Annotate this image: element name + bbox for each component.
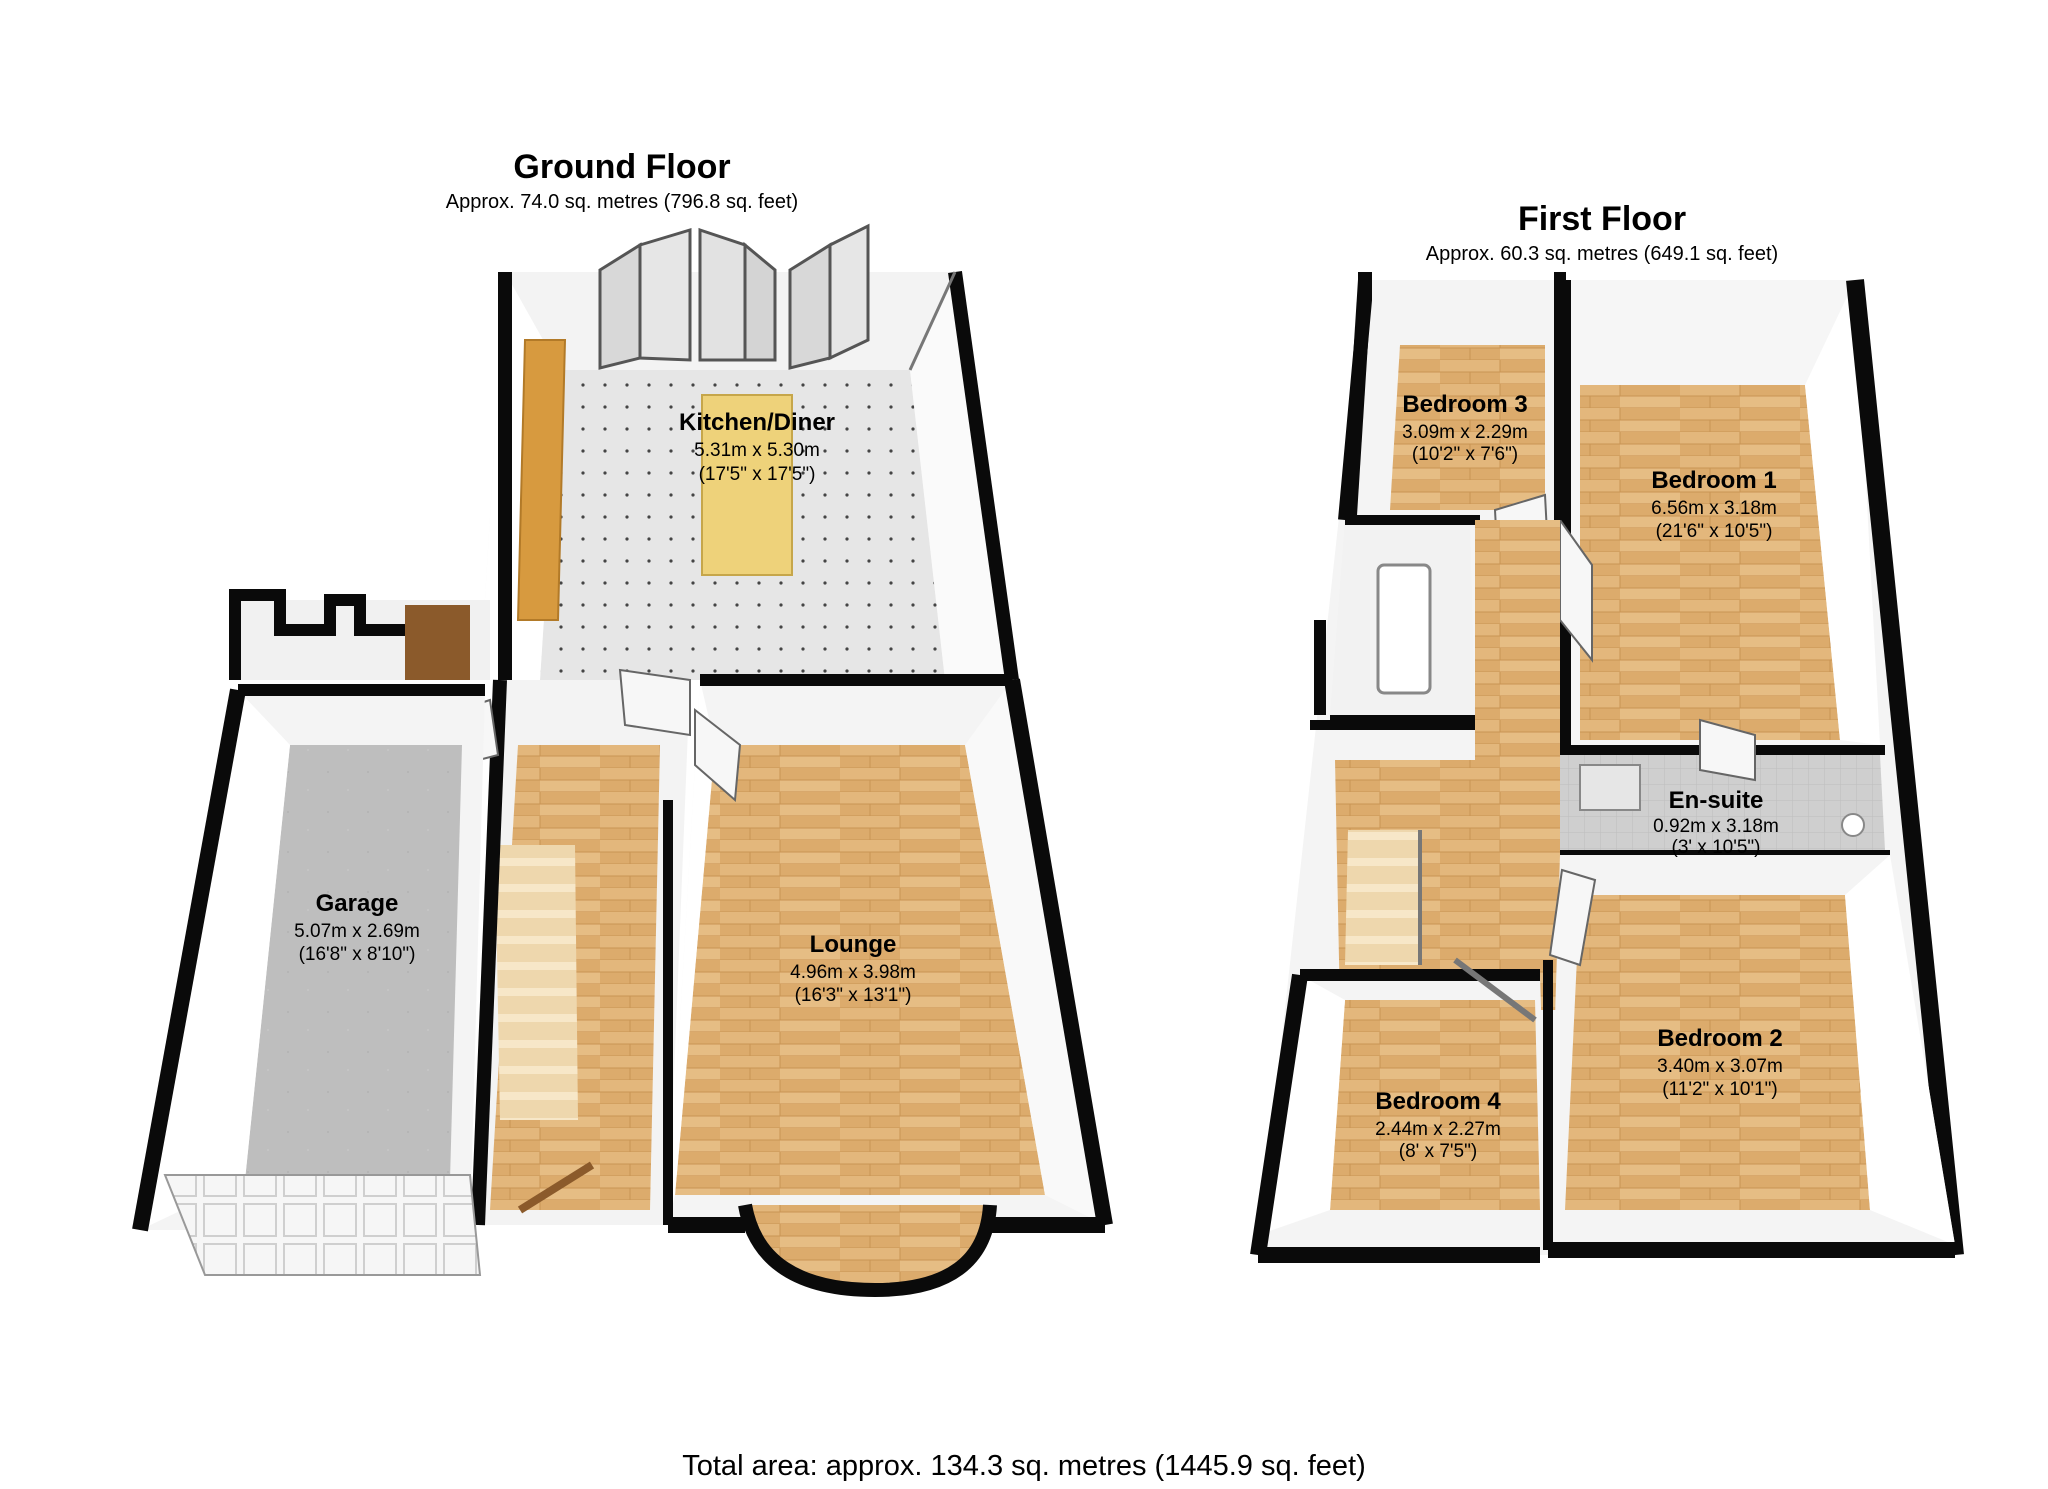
garage-label: Garage — [316, 890, 399, 917]
bedroom-1-room — [1559, 279, 1964, 1256]
kitchen-diner-metric: 5.31m x 5.30m — [694, 440, 820, 461]
bedroom-2-metric: 3.40m x 3.07m — [1657, 1056, 1783, 1077]
utility-area — [229, 589, 500, 772]
bedroom-4-imperial: (8' x 7'5") — [1399, 1141, 1477, 1162]
bedroom-4-label: Bedroom 4 — [1375, 1088, 1501, 1115]
ensuite-door — [1699, 718, 1756, 782]
front-door — [517, 1161, 595, 1214]
garage-door — [163, 1174, 482, 1276]
bedroom-2-room — [1543, 855, 1955, 1258]
bedroom-4-room — [1250, 957, 1548, 1263]
hallway — [471, 668, 742, 1226]
ensuite-imperial: (3' x 10'5") — [1672, 837, 1761, 858]
hall-door — [618, 668, 691, 737]
ground-floor-plan — [132, 223, 1113, 1298]
utility-door — [405, 605, 470, 680]
first-floor-area: Approx. 60.3 sq. metres (649.1 sq. feet) — [1426, 243, 1778, 265]
lounge-room — [668, 674, 1113, 1298]
ensuite-label: En-suite — [1669, 787, 1764, 814]
bathtub — [1376, 563, 1432, 695]
ensuite-metric: 0.92m x 3.18m — [1653, 816, 1779, 837]
kitchen-diner-room — [480, 223, 1019, 690]
kitchen-diner-imperial: (17'5" x 17'5") — [699, 464, 816, 485]
ensuite-toilet — [1841, 813, 1865, 837]
bedroom-1-imperial: (21'6" x 10'5") — [1656, 521, 1773, 542]
ground-floor-area: Approx. 74.0 sq. metres (796.8 sq. feet) — [446, 191, 798, 213]
bifold-doors — [598, 223, 870, 370]
bedroom-3-label: Bedroom 3 — [1402, 391, 1527, 418]
bedroom-2-door — [1548, 868, 1597, 967]
bedroom-2-label: Bedroom 2 — [1657, 1025, 1782, 1052]
first-floor-plan — [1250, 272, 1964, 1263]
bedroom-1-metric: 6.56m x 3.18m — [1651, 498, 1777, 519]
lounge-metric: 4.96m x 3.98m — [790, 962, 916, 983]
bedroom-3-imperial: (10'2" x 7'6") — [1412, 444, 1518, 465]
lounge-imperial: (16'3" x 13'1") — [795, 985, 912, 1006]
lounge-label: Lounge — [810, 931, 897, 958]
labels: Ground Floor Approx. 74.0 sq. metres (79… — [294, 148, 1783, 1482]
kitchen-island — [701, 394, 793, 576]
bedroom-3-metric: 3.09m x 2.29m — [1402, 422, 1528, 443]
lounge-door — [694, 707, 742, 803]
total-area: Total area: approx. 134.3 sq. metres (14… — [682, 1450, 1366, 1482]
shower-tray — [1579, 764, 1641, 811]
first-floor-title: First Floor — [1518, 200, 1686, 238]
kitchen-diner-label: Kitchen/Diner — [679, 409, 835, 436]
kitchen-worktop — [516, 339, 567, 621]
bedroom-2-imperial: (11'2" x 10'1") — [1662, 1079, 1777, 1100]
bedroom-1-label: Bedroom 1 — [1651, 467, 1776, 494]
garage-room — [132, 684, 485, 1276]
garage-imperial: (16'8" x 8'10") — [299, 944, 416, 965]
staircase — [495, 845, 578, 1120]
landing-stairs — [1345, 830, 1420, 965]
ground-floor-title: Ground Floor — [513, 148, 730, 186]
garage-metric: 5.07m x 2.69m — [294, 921, 420, 942]
bedroom-4-metric: 2.44m x 2.27m — [1375, 1119, 1501, 1140]
landing — [1310, 520, 1560, 1010]
bedroom-4-door — [1453, 957, 1537, 1023]
